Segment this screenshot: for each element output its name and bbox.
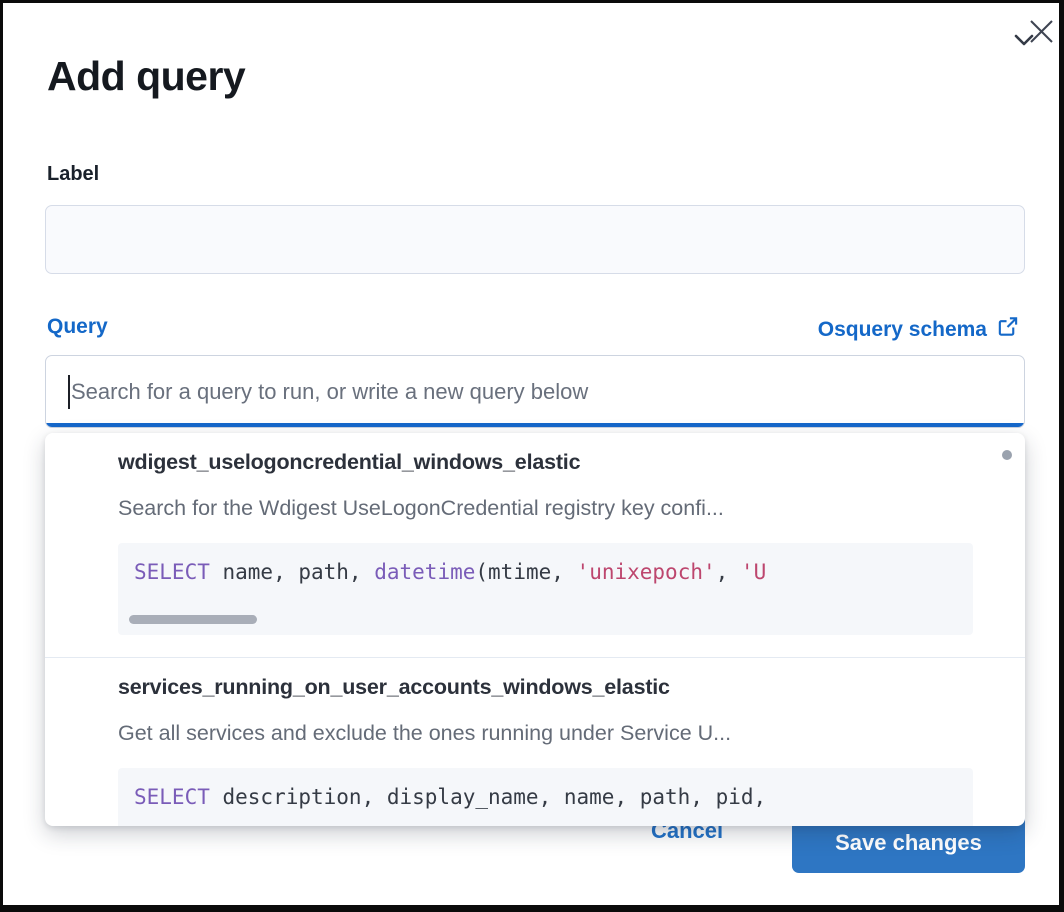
page-title: Add query <box>47 53 246 99</box>
query-option-sql-preview: SELECT description, display_name, name, … <box>118 768 973 826</box>
horizontal-scrollbar-thumb[interactable] <box>129 615 257 624</box>
query-option-sql-preview: SELECT name, path, datetime(mtime, 'unix… <box>118 543 973 635</box>
query-option-title: services_running_on_user_accounts_window… <box>118 675 670 699</box>
query-combobox[interactable] <box>45 355 1025 428</box>
text-cursor <box>68 374 70 409</box>
list-item[interactable]: wdigest_uselogoncredential_windows_elast… <box>45 433 1025 657</box>
sql-code-line: SELECT name, path, datetime(mtime, 'unix… <box>134 560 767 584</box>
query-option-description: Search for the Wdigest UseLogonCredentia… <box>118 496 724 520</box>
vertical-scrollbar-thumb[interactable] <box>1002 450 1012 460</box>
close-button[interactable] <box>1023 15 1059 51</box>
label-field-label: Label <box>47 163 100 185</box>
query-field-label: Query <box>47 315 108 338</box>
close-icon <box>1028 18 1055 48</box>
query-option-title: wdigest_uselogoncredential_windows_elast… <box>118 450 581 474</box>
query-options-dropdown: wdigest_uselogoncredential_windows_elast… <box>45 433 1025 826</box>
external-link-icon <box>996 315 1019 344</box>
osquery-schema-link-label: Osquery schema <box>817 317 987 341</box>
focus-underline <box>46 423 1024 427</box>
combobox-toggle-button[interactable] <box>1007 23 1041 57</box>
sql-code-line: SELECT description, display_name, name, … <box>134 785 767 809</box>
osquery-schema-link[interactable]: Osquery schema <box>818 315 1019 344</box>
chevron-down-icon <box>1008 23 1040 58</box>
list-item[interactable]: services_running_on_user_accounts_window… <box>45 657 1025 826</box>
query-search-input[interactable] <box>71 378 1002 405</box>
label-input[interactable] <box>45 205 1025 274</box>
query-option-description: Get all services and exclude the ones ru… <box>118 721 732 745</box>
